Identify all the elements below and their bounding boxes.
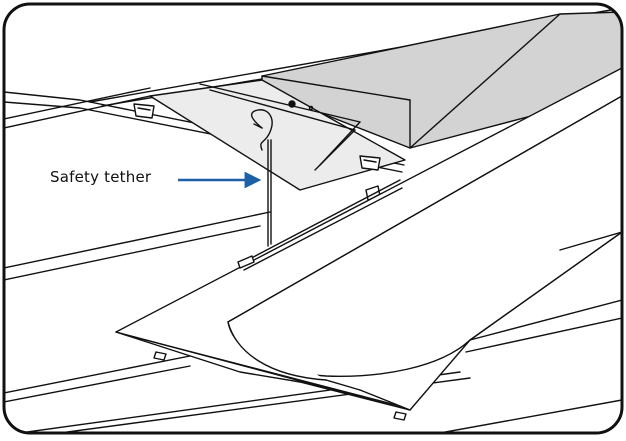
rounded-frame [2,2,624,435]
recess-channel [149,79,406,191]
reflector [227,95,622,411]
frame-tabs [153,351,407,421]
safety-tether-label: Safety tether [50,168,152,186]
tether-hook [251,109,273,247]
